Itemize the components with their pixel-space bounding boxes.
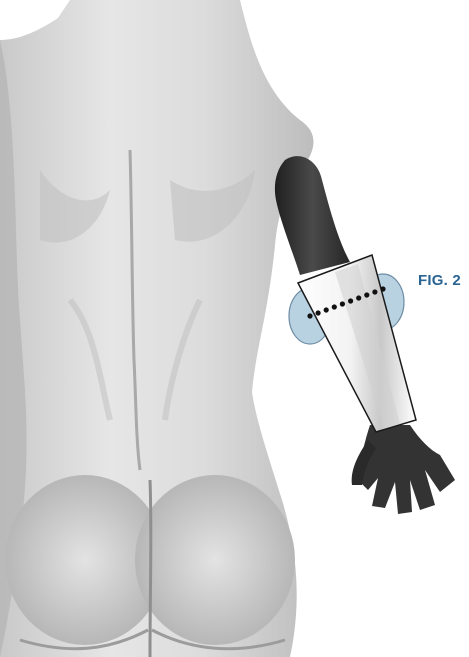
measurement-dot (364, 292, 369, 297)
forearm-wrist (358, 425, 455, 514)
measurement-dot (340, 301, 345, 306)
human-back-illustration (0, 0, 314, 657)
glute-right (135, 475, 295, 645)
figure-label: FIG. 2 (418, 272, 461, 289)
measurement-dot (380, 286, 385, 291)
measurement-dot (324, 307, 329, 312)
glute-cleft (150, 480, 151, 657)
measurement-dot (356, 295, 361, 300)
measurement-dot (332, 304, 337, 309)
upper-arm (275, 156, 350, 275)
measurement-dot (316, 310, 321, 315)
measurement-dot (307, 313, 312, 318)
measurement-dot (348, 298, 353, 303)
measurement-dot (372, 289, 377, 294)
